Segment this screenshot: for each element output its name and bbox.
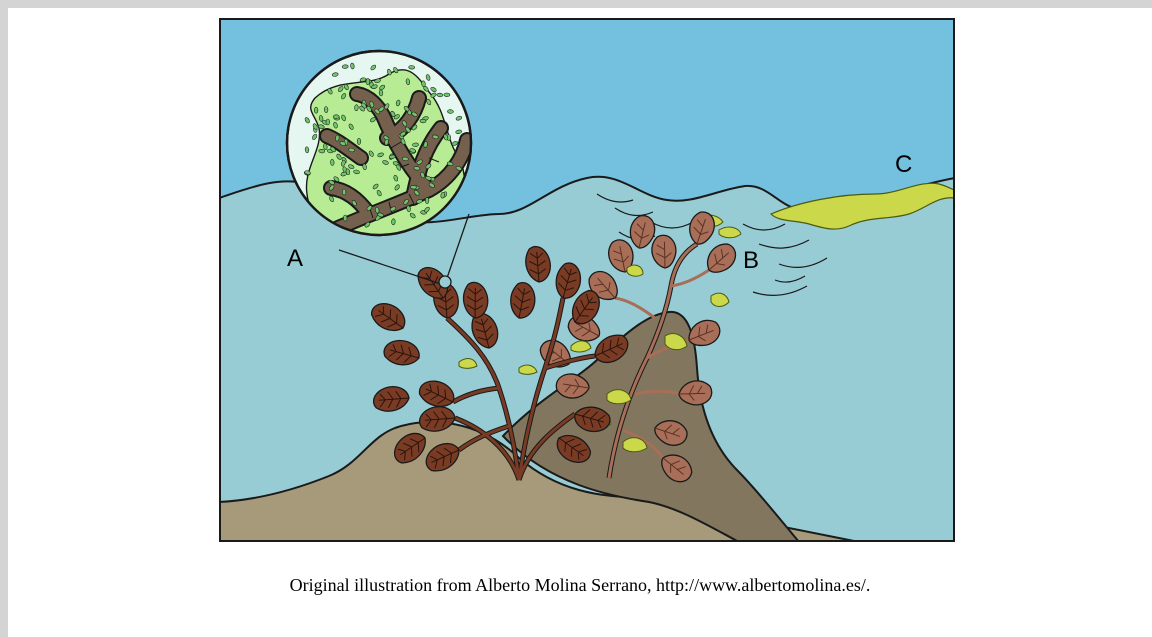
- figure-frame: A B C Original illustration from Alberto…: [8, 8, 1152, 637]
- figure-caption: Original illustration from Alberto Molin…: [8, 575, 1152, 596]
- algae-cell: [326, 119, 330, 125]
- label-a: A: [287, 245, 303, 272]
- algae-cell: [409, 65, 415, 69]
- algae-cell: [391, 219, 395, 225]
- algae-cell: [342, 65, 348, 69]
- label-b: B: [743, 247, 759, 274]
- algae-cell: [444, 93, 450, 97]
- algae-cell: [343, 215, 347, 221]
- algae-cell: [425, 198, 429, 204]
- algae-cell: [319, 149, 325, 153]
- algae-cell: [324, 106, 328, 112]
- seaweed-illustration: A B C: [219, 18, 955, 542]
- label-c: C: [895, 151, 912, 178]
- algae-cell: [379, 90, 383, 96]
- algae-cell: [366, 78, 370, 84]
- algae-cell: [410, 185, 416, 189]
- algae-cell: [333, 115, 339, 119]
- algae-cell: [305, 147, 309, 153]
- algae-cell: [447, 109, 453, 113]
- algae-cell: [437, 93, 443, 97]
- magnifier: [287, 51, 471, 236]
- algae-cell: [420, 119, 426, 123]
- algae-cell: [314, 107, 318, 113]
- algae-cell: [354, 105, 358, 111]
- algae-cell: [357, 138, 361, 144]
- algae-cell: [412, 143, 418, 147]
- algae-cell: [330, 159, 334, 165]
- algae-cell: [342, 189, 346, 195]
